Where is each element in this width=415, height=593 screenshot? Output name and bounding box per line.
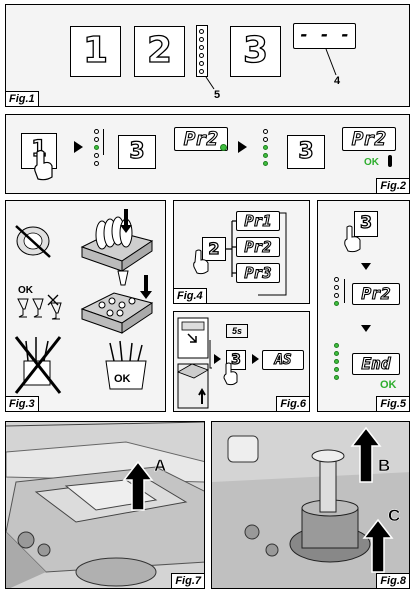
callout-5: 5 xyxy=(214,89,221,101)
fig2-button-3b-label: 3 xyxy=(298,139,315,164)
fig3-ok-2: OK xyxy=(114,373,131,385)
fig1-label: Fig.1 xyxy=(5,91,39,107)
callout-4: 4 xyxy=(334,75,341,87)
arrow-right-icon xyxy=(214,354,221,364)
fig4-label: Fig.4 xyxy=(173,288,207,304)
fig6-time-badge: 5s xyxy=(226,324,248,338)
fig8-label: Fig.8 xyxy=(376,573,409,588)
fig3-illustrations xyxy=(14,209,154,394)
fig5-leds-1 xyxy=(332,277,342,317)
fig4-pr1: Pr1 xyxy=(236,211,280,231)
finger-icon xyxy=(344,225,361,253)
fig2-ok: OK xyxy=(364,157,379,168)
fig5-leds-2 xyxy=(332,343,342,391)
fig5-button-3-label: 3 xyxy=(359,213,372,233)
fig5-button-3[interactable]: 3 xyxy=(354,211,378,237)
fig4-pr2: Pr2 xyxy=(236,237,280,257)
fig8-illustration xyxy=(212,422,409,588)
display: - - - xyxy=(293,23,356,49)
fig2-panel: 1 3 Pr2 3 Pr2 OK Fig.2 xyxy=(5,114,410,194)
fig8-arrow-b-label: B xyxy=(378,456,391,476)
arrow-up-line xyxy=(344,279,345,303)
fig2-button-3a-label: 3 xyxy=(129,139,146,164)
fig6-button-3-label: 3 xyxy=(230,352,241,368)
fig2-leds-1 xyxy=(92,129,102,179)
button-3[interactable]: 3 xyxy=(230,26,281,77)
thermometer-icon xyxy=(388,155,392,167)
fig8-arrow-c-label: C xyxy=(388,506,401,526)
fig2-display-1: Pr2 xyxy=(174,127,228,151)
fig6-display: AS xyxy=(262,350,304,370)
fig8-panel: B C Fig.8 xyxy=(211,421,410,589)
fig7-panel: A Fig.7 xyxy=(5,421,205,589)
led-column xyxy=(196,25,208,77)
fig4-pr3: Pr3 xyxy=(236,263,280,283)
arrow-right-icon xyxy=(252,354,259,364)
fig6-panel: 5s 3 AS Fig.6 xyxy=(173,311,310,412)
fig2-button-3a[interactable]: 3 xyxy=(118,135,156,169)
fig2-label: Fig.2 xyxy=(376,178,410,194)
blink-led xyxy=(220,144,227,151)
button-2-label: 2 xyxy=(146,30,173,71)
button-3-label: 3 xyxy=(242,30,269,71)
arrow-right-icon xyxy=(74,141,83,153)
fig5-label: Fig.5 xyxy=(376,396,410,412)
fig4-button-2[interactable]: 2 xyxy=(202,237,226,261)
arrow-down-icon xyxy=(361,325,371,332)
fig5-ok: OK xyxy=(380,379,397,391)
fig4-button-2-label: 2 xyxy=(208,239,220,258)
fig1-panel: 1 2 3 - - - 5 4 Fig.1 xyxy=(5,4,410,107)
fig2-display-2: Pr2 xyxy=(342,127,396,151)
fig7-label: Fig.7 xyxy=(171,573,204,588)
fig3-panel: OK OK Fig.3 xyxy=(5,200,166,412)
fig2-button-3b[interactable]: 3 xyxy=(287,135,325,169)
fig3-ok-1: OK xyxy=(18,285,33,296)
fig5-display-1: Pr2 xyxy=(352,283,400,305)
machine-illustration xyxy=(177,317,212,409)
finger-icon xyxy=(193,249,209,275)
button-1[interactable]: 1 xyxy=(70,26,121,77)
fig3-label: Fig.3 xyxy=(5,396,39,412)
button-2[interactable]: 2 xyxy=(134,26,185,77)
finger-icon xyxy=(34,149,53,181)
arrow-down-icon xyxy=(361,263,371,270)
fig7-arrow-label: A xyxy=(154,456,167,476)
fig6-label: Fig.6 xyxy=(276,396,310,412)
finger-icon xyxy=(223,362,238,386)
fig5-display-2: End xyxy=(352,353,400,375)
callout-lines xyxy=(205,48,337,90)
button-1-label: 1 xyxy=(82,30,109,71)
branch-lines xyxy=(226,212,287,296)
fig6-time-text: 5s xyxy=(231,326,242,336)
fig5-panel: 3 Pr2 End OK Fig.5 xyxy=(317,200,410,412)
fig2-leds-2 xyxy=(261,129,271,179)
arrow-down-line xyxy=(103,129,104,155)
fig4-panel: 2 Pr1 Pr2 Pr3 Fig.4 xyxy=(173,200,310,304)
arrow-right-icon xyxy=(238,141,247,153)
fig7-illustration xyxy=(6,422,204,588)
